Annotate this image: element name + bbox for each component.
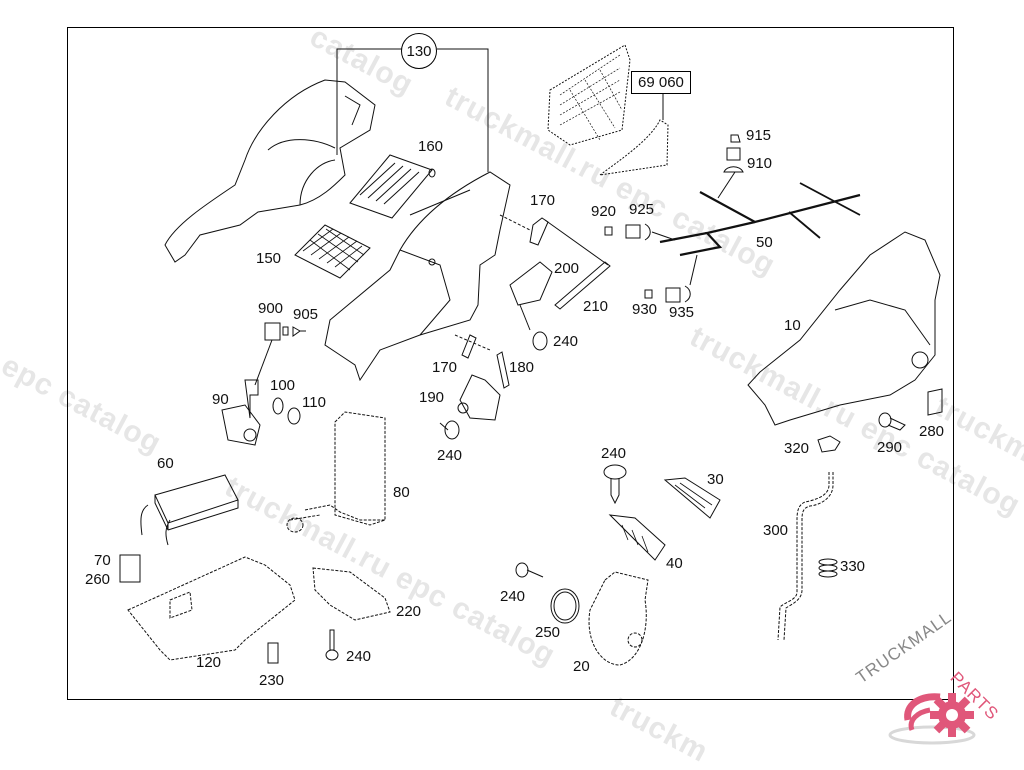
callout-330[interactable]: 330 (840, 558, 866, 575)
callout-240[interactable]: 240 (437, 447, 463, 464)
diagram-artwork (119, 44, 943, 666)
part-330-grommet (818, 558, 838, 578)
callout-30[interactable]: 30 (707, 471, 724, 488)
callout-320[interactable]: 320 (784, 440, 810, 457)
part-240-bolt (325, 629, 339, 661)
part-240-screws (439, 331, 548, 440)
part-20-blower (588, 571, 649, 666)
callout-300[interactable]: 300 (763, 522, 789, 539)
callout-80[interactable]: 80 (393, 484, 410, 501)
callout-70[interactable]: 70 (94, 552, 111, 569)
callout-130[interactable]: 130 (401, 33, 437, 69)
callout-10[interactable]: 10 (784, 317, 801, 334)
callout-910[interactable]: 910 (747, 155, 773, 172)
part-300-hose (777, 472, 834, 641)
part-170-180-lower (454, 334, 510, 389)
part-69060-frame (547, 44, 631, 146)
callout-69060[interactable]: 69 060 (631, 71, 691, 94)
part-280-plate (927, 388, 943, 416)
callout-40[interactable]: 40 (666, 555, 683, 572)
callout-920[interactable]: 920 (591, 203, 617, 220)
gear-logo-icon (888, 693, 976, 745)
callout-925[interactable]: 925 (629, 201, 655, 218)
callout-930[interactable]: 930 (632, 301, 658, 318)
part-920-925 (604, 223, 676, 241)
callout-20[interactable]: 20 (573, 658, 590, 675)
callout-240[interactable]: 240 (553, 333, 579, 350)
callout-190[interactable]: 190 (419, 389, 445, 406)
callout-50[interactable]: 50 (756, 234, 773, 251)
part-170-210-linkage (499, 214, 611, 310)
callout-915[interactable]: 915 (746, 127, 772, 144)
part-160 (349, 154, 436, 219)
part-40-filter (608, 514, 666, 561)
part-900-905 (254, 322, 306, 386)
callout-120[interactable]: 120 (196, 654, 222, 671)
callout-240[interactable]: 240 (601, 445, 627, 462)
part-cover-duct (164, 79, 376, 263)
part-120-lower-housing (127, 556, 296, 661)
part-910-915 (717, 134, 744, 199)
callout-230[interactable]: 230 (259, 672, 285, 689)
callout-250[interactable]: 250 (535, 624, 561, 641)
callout-90[interactable]: 90 (212, 391, 229, 408)
callout-60[interactable]: 60 (157, 455, 174, 472)
parts-diagram: catalog truckmall.ru epc catalog truckma… (0, 20, 1024, 769)
callout-260[interactable]: 260 (85, 571, 111, 588)
callout-935[interactable]: 935 (669, 304, 695, 321)
callout-170[interactable]: 170 (432, 359, 458, 376)
part-60-heater-core (140, 474, 239, 546)
callout-900[interactable]: 900 (258, 300, 284, 317)
part-240-screw-right (603, 464, 627, 505)
part-150 (294, 224, 371, 279)
callout-200[interactable]: 200 (554, 260, 580, 277)
callout-150[interactable]: 150 (256, 250, 282, 267)
diagram-frame (67, 27, 954, 700)
callout-905[interactable]: 905 (293, 306, 319, 323)
callout-220[interactable]: 220 (396, 603, 422, 620)
callout-100[interactable]: 100 (270, 377, 296, 394)
part-70-260-clip (119, 554, 141, 583)
part-110-ring (287, 407, 301, 425)
callout-170[interactable]: 170 (530, 192, 556, 209)
part-90-sensor (221, 379, 261, 446)
callout-210[interactable]: 210 (583, 298, 609, 315)
callout-110[interactable]: 110 (302, 394, 326, 411)
part-930-935 (644, 254, 698, 303)
callout-280[interactable]: 280 (919, 423, 945, 440)
callout-240[interactable]: 240 (346, 648, 372, 665)
part-220-cover (312, 567, 391, 621)
callout-180[interactable]: 180 (509, 359, 535, 376)
part-290-screw (878, 412, 906, 431)
part-housing-middle (324, 171, 511, 382)
part-250-ring-inner (553, 591, 577, 621)
part-30-filter (663, 477, 721, 519)
callout-160[interactable]: 160 (418, 138, 444, 155)
group-130-bracket (336, 48, 489, 172)
part-50-harness (659, 182, 861, 257)
part-230-clip (267, 642, 279, 664)
part-190-motor (457, 374, 501, 421)
part-69060-bracket (599, 119, 669, 176)
callout-240[interactable]: 240 (500, 588, 526, 605)
part-240-screw-lower (515, 562, 544, 578)
part-10-housing (747, 231, 941, 426)
part-100-ring (272, 397, 284, 415)
truckmall-parts-logo: TRUCKMALL PARTS (853, 607, 1020, 750)
part-80-evaporator (286, 411, 386, 533)
part-250-ring (550, 588, 580, 624)
part-200-actuator (509, 261, 553, 331)
part-320-clip (817, 435, 841, 453)
callout-290[interactable]: 290 (877, 439, 903, 456)
